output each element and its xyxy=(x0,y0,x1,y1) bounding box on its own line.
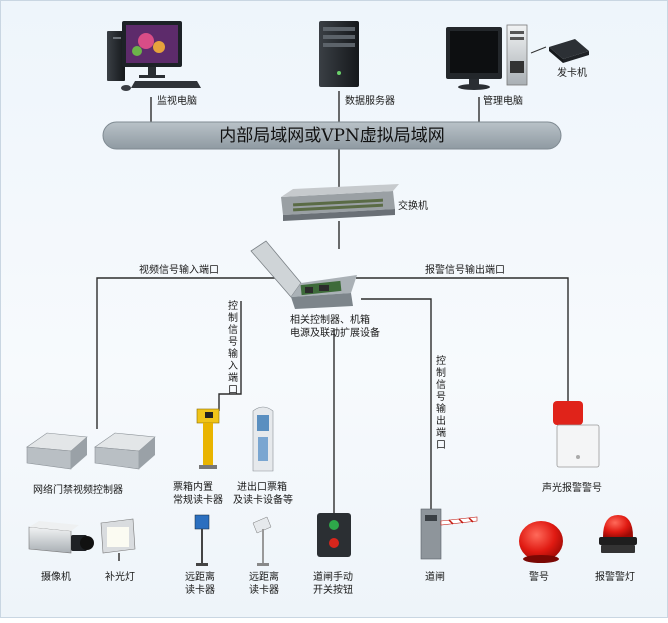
remote-reader-2-label-2: 读卡器 xyxy=(249,583,279,596)
ticket-box-label-1: 票箱内置 xyxy=(173,480,213,493)
monitor-pc-icon xyxy=(107,21,201,91)
connection-lines xyxy=(96,91,569,513)
monitor-pc-label: 监视电脑 xyxy=(157,94,197,107)
svg-text:口: 口 xyxy=(228,385,238,396)
svg-text:制: 制 xyxy=(228,311,238,324)
lan-bus-label: 内部局域网或VPN虚拟局域网 xyxy=(219,126,445,146)
admin-pc-label: 管理电脑 xyxy=(483,94,523,107)
controller-label-2: 电源及联动扩展设备 xyxy=(290,326,380,339)
remote-reader-1-icon xyxy=(194,514,210,566)
alarm-output-port-label: 报警信号输出端口 xyxy=(425,263,505,276)
lan-bus: 内部局域网或VPN虚拟局域网 xyxy=(102,121,562,150)
admin-pc-icon xyxy=(446,24,528,90)
alarm-horn-label: 警号 xyxy=(529,570,549,583)
svg-text:输: 输 xyxy=(436,402,446,415)
svg-text:控: 控 xyxy=(228,299,238,312)
fill-light-icon xyxy=(100,518,136,561)
controller-box-icon xyxy=(250,240,357,309)
barrier-gate-icon xyxy=(420,508,478,560)
svg-text:输: 输 xyxy=(228,347,238,360)
alarm-light-icon xyxy=(599,515,637,553)
entry-box-icon xyxy=(252,406,274,472)
control-input-port-label: 控 制 信 号 输 入 端 口 xyxy=(228,299,238,396)
switch-label: 交换机 xyxy=(398,199,428,212)
svg-text:控: 控 xyxy=(436,354,446,367)
svg-text:出: 出 xyxy=(436,414,446,427)
card-issuer-label: 发卡机 xyxy=(557,66,587,79)
video-controller-icon xyxy=(26,432,156,470)
gate-button-label-1: 道闸手动 xyxy=(313,570,353,583)
sound-light-alarm-label: 声光报警警号 xyxy=(542,481,602,494)
svg-text:信: 信 xyxy=(228,324,238,336)
svg-text:端: 端 xyxy=(436,426,446,439)
svg-text:制: 制 xyxy=(436,366,446,379)
alarm-light-label: 报警警灯 xyxy=(595,570,635,583)
video-input-port-label: 视频信号输入端口 xyxy=(139,263,219,276)
fill-light-label: 补光灯 xyxy=(105,570,135,583)
controller-label-1: 相关控制器、机箱 xyxy=(290,313,370,326)
camera-label: 摄像机 xyxy=(41,570,71,583)
ticket-box-label-2: 常规读卡器 xyxy=(173,493,223,506)
video-controller-label: 网络门禁视频控制器 xyxy=(33,483,123,496)
remote-reader-2-icon xyxy=(252,516,272,566)
ticket-box-icon xyxy=(196,408,220,469)
svg-text:号: 号 xyxy=(436,391,446,403)
remote-reader-2-label-1: 远距离 xyxy=(249,570,279,583)
svg-text:端: 端 xyxy=(228,371,238,384)
remote-reader-1-label-1: 远距离 xyxy=(185,570,215,583)
switch-icon xyxy=(281,184,399,221)
server-icon xyxy=(319,21,359,87)
svg-text:入: 入 xyxy=(228,361,238,372)
svg-text:口: 口 xyxy=(436,440,446,451)
card-issuer-icon xyxy=(530,39,589,63)
barrier-gate-label: 道闸 xyxy=(425,570,445,583)
svg-text:信: 信 xyxy=(436,379,446,391)
data-server-label: 数据服务器 xyxy=(345,94,395,107)
svg-text:号: 号 xyxy=(228,336,238,348)
gate-button-label-2: 开关按钮 xyxy=(313,583,353,596)
gate-button-icon xyxy=(317,513,351,557)
entry-box-label-2: 及读卡设备等 xyxy=(233,493,293,506)
alarm-horn-icon xyxy=(519,521,563,563)
control-output-port-label: 控 制 信 号 输 出 端 口 xyxy=(436,354,446,451)
camera-icon xyxy=(28,521,94,554)
siren-icon xyxy=(553,401,600,468)
entry-box-label-1: 进出口票箱 xyxy=(237,480,287,493)
remote-reader-1-label-2: 读卡器 xyxy=(185,583,215,596)
